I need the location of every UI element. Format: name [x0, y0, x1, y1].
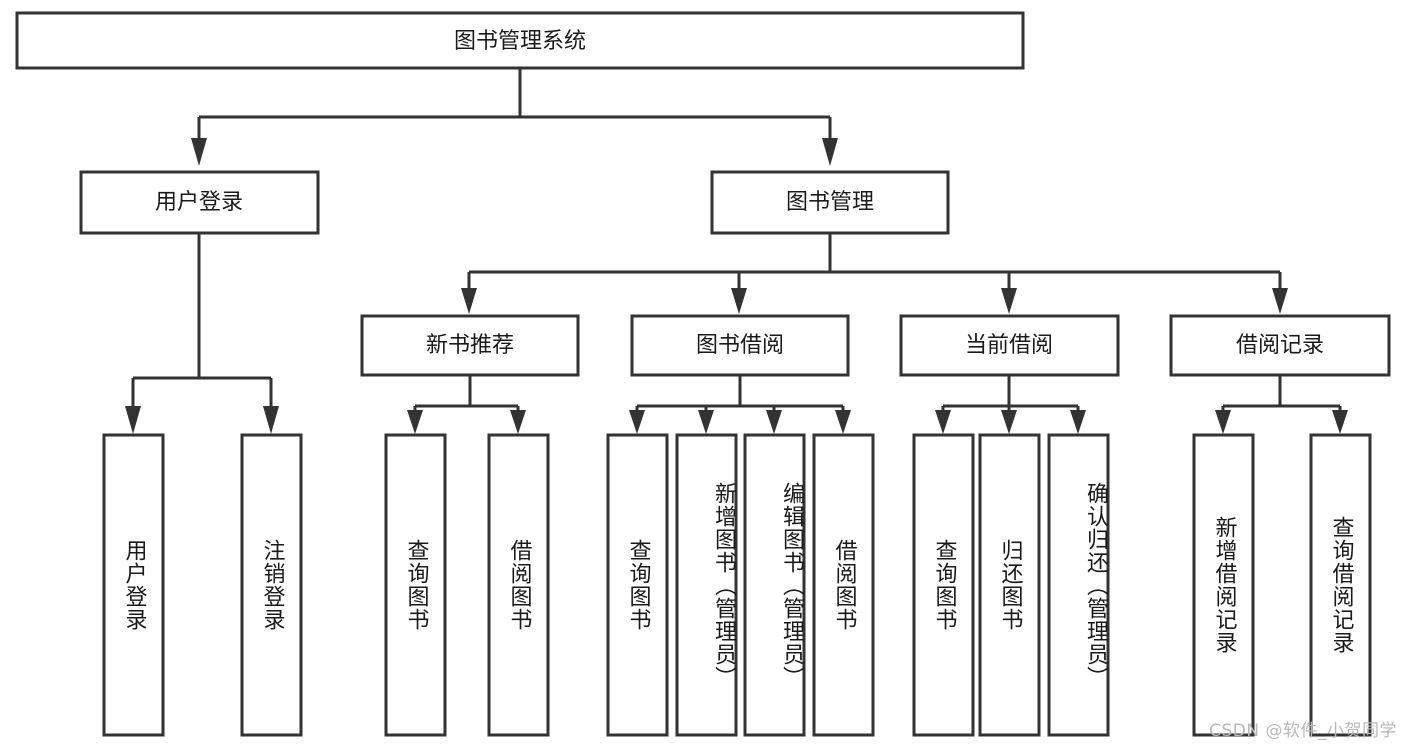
arrowhead-current-borrow-leaf1: [935, 410, 951, 434]
leaf-box-book-borrow-3[interactable]: [812, 433, 875, 737]
node-book-manage[interactable]: 图书管理: [710, 170, 950, 235]
arrowhead-current-borrow: [1001, 288, 1017, 314]
new-book-recommend-box[interactable]: [360, 314, 580, 377]
arrowhead-borrow-record: [1272, 288, 1288, 314]
node-current-borrow[interactable]: 当前借阅: [899, 314, 1120, 377]
node-book-borrow[interactable]: 图书借阅: [630, 314, 850, 377]
root-box[interactable]: [15, 11, 1025, 70]
book-manage-label: 图书管理: [786, 190, 874, 215]
current-borrow-label: 当前借阅: [965, 333, 1053, 358]
leaf-box-new-book-1[interactable]: [487, 433, 550, 737]
connector-current-borrow-to-leaves: [935, 375, 1086, 434]
book-manage-box[interactable]: [710, 170, 950, 235]
arrowhead-current-borrow-leaf3: [1070, 410, 1086, 434]
arrowhead-current-borrow-leaf2: [1001, 410, 1017, 434]
arrowhead-borrow-record-leaf2: [1332, 410, 1348, 434]
node-root[interactable]: 图书管理系统: [15, 11, 1025, 70]
connector-book-manage-to-level3: [461, 233, 1288, 314]
arrowhead-book-borrow-leaf1: [629, 410, 645, 434]
leaf-box-user-login-1[interactable]: [240, 433, 303, 737]
arrowhead-new-book-leaf1: [407, 410, 423, 434]
arrowhead-book-borrow-leaf4: [835, 410, 851, 434]
node-borrow-record[interactable]: 借阅记录: [1169, 314, 1391, 377]
node-new-book-recommend[interactable]: 新书推荐: [360, 314, 580, 377]
arrowhead-borrow-record-leaf1: [1215, 410, 1231, 434]
arrowhead-user-login: [191, 138, 207, 166]
connector-borrow-record-to-leaves: [1215, 375, 1348, 434]
book-borrow-label: 图书借阅: [696, 333, 784, 358]
leaf-box-book-borrow-2[interactable]: [743, 433, 806, 737]
connector-book-borrow-to-leaves: [629, 375, 851, 434]
arrowhead-book-manage: [822, 138, 838, 166]
borrow-record-label: 借阅记录: [1236, 333, 1324, 358]
arrowhead-new-book-leaf2: [510, 410, 526, 434]
root-label: 图书管理系统: [454, 29, 586, 54]
leaf-box-borrow-record-0[interactable]: [1192, 433, 1255, 737]
connector-new-book-to-leaves: [407, 375, 526, 434]
leaf-box-new-book-0[interactable]: [384, 433, 447, 737]
arrowhead-user-login-leaf2: [263, 406, 279, 434]
leaf-box-book-borrow-0[interactable]: [606, 433, 669, 737]
leaf-box-current-borrow-2[interactable]: [1047, 433, 1110, 737]
leaf-box-current-borrow-0[interactable]: [912, 433, 975, 737]
connector-user-login-to-leaves: [125, 233, 279, 434]
arrowhead-user-login-leaf1: [125, 406, 141, 434]
arrowhead-new-book: [461, 288, 477, 314]
leaf-box-current-borrow-1[interactable]: [978, 433, 1041, 737]
leaf-box-borrow-record-1[interactable]: [1309, 433, 1372, 737]
node-user-login[interactable]: 用户登录: [79, 170, 320, 235]
arrowhead-book-borrow-leaf3: [766, 410, 782, 434]
user-login-label: 用户登录: [155, 190, 243, 215]
connector-root-to-level2: [191, 68, 838, 166]
book-borrow-box[interactable]: [630, 314, 850, 377]
new-book-recommend-label: 新书推荐: [426, 333, 514, 358]
arrowhead-book-borrow-leaf2: [698, 410, 714, 434]
current-borrow-box[interactable]: [899, 314, 1120, 377]
csdn-watermark: CSDN @软件_小贺同学: [1209, 721, 1397, 741]
leaf-box-user-login-0[interactable]: [102, 433, 165, 737]
borrow-record-box[interactable]: [1169, 314, 1391, 377]
arrowhead-book-borrow: [731, 288, 747, 314]
leaf-box-book-borrow-1[interactable]: [675, 433, 738, 737]
